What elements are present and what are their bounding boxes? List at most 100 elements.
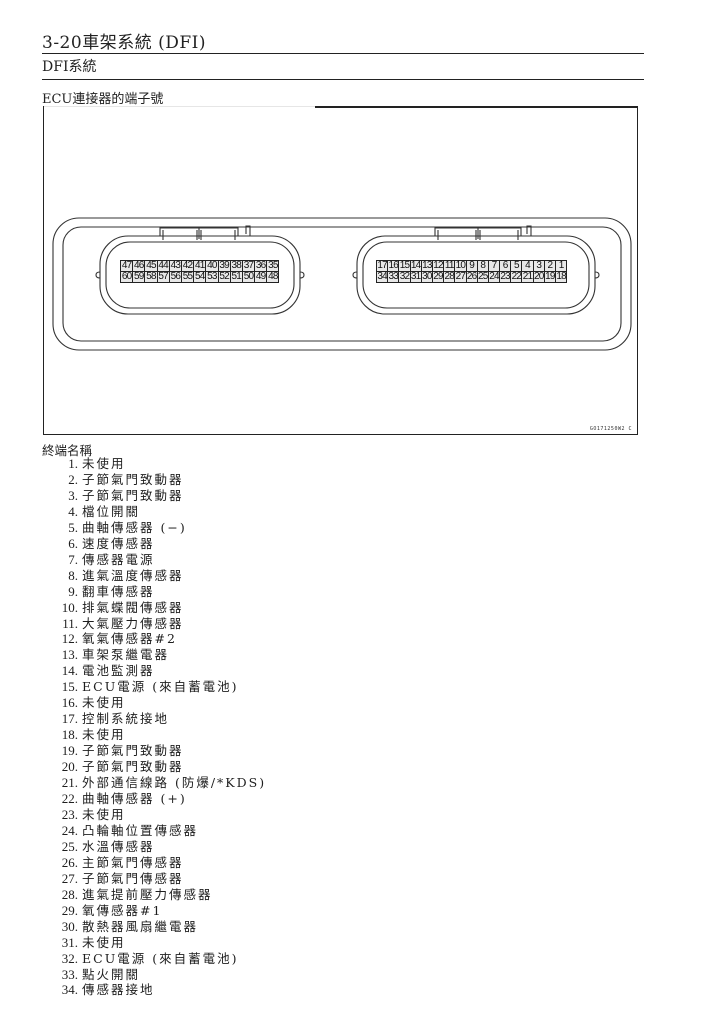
terminal-list-item: 26.主節氣門傳感器	[52, 855, 266, 871]
pin-cell: 30	[420, 271, 433, 283]
terminal-list-item: 24.凸輪軸位置傳感器	[52, 823, 266, 839]
pin-cell: 25	[476, 271, 489, 283]
right-connector-outline	[352, 225, 600, 315]
figure-frame	[43, 106, 638, 435]
pin-cell: 37	[241, 260, 256, 272]
terminal-name: 凸輪軸位置傳感器	[82, 822, 199, 838]
pin-cell: 52	[217, 271, 231, 283]
pin-cell: 31	[409, 271, 422, 283]
terminal-list-item: 27.子節氣門傳感器	[52, 871, 266, 887]
terminal-list-item: 29.氧傳感器#1	[52, 903, 266, 919]
right-connector-top-row: 17 16 15 14 13 12 11 10 9 8 7 6 5 4 3 2 …	[375, 260, 568, 272]
pin-cell: 5	[510, 260, 523, 272]
terminal-number: 7.	[68, 551, 78, 567]
terminal-list-item: 21.外部通信線路 (防爆/*KDS)	[52, 775, 266, 791]
figure-frame-top-light	[43, 106, 315, 107]
terminal-list-item: 3.子節氣門致動器	[52, 488, 266, 504]
pin-cell: 12	[431, 260, 445, 272]
terminal-name: 電池監測器	[82, 663, 155, 679]
terminal-number: 28.	[61, 886, 78, 902]
pin-cell: 24	[487, 271, 501, 283]
pin-cell: 4	[521, 260, 534, 272]
pin-cell: 58	[144, 271, 158, 283]
terminal-number: 16.	[61, 695, 78, 711]
right-connector-bottom-row: 34 33 32 31 30 29 28 27 26 25 24 23 22 2…	[375, 271, 568, 283]
terminal-number: 26.	[61, 854, 78, 870]
pin-cell: 40	[205, 260, 219, 272]
terminal-list-item: 10.排氣蝶閥傳感器	[52, 600, 266, 616]
ecu-housing-outer	[52, 217, 632, 351]
pin-cell: 55	[180, 271, 195, 283]
pin-cell: 1	[554, 260, 568, 272]
terminal-name: 進氣提前壓力傳感器	[82, 886, 213, 902]
pin-cell: 3	[532, 260, 545, 272]
terminal-name: 氧傳感器#1	[82, 902, 163, 918]
pin-cell: 9	[465, 260, 478, 272]
terminal-list-item: 28.進氣提前壓力傳感器	[52, 887, 266, 903]
terminal-name: 傳感器電源	[82, 551, 155, 567]
terminal-number: 32.	[61, 950, 78, 966]
pin-cell: 8	[476, 260, 489, 272]
terminal-number: 9.	[68, 583, 78, 599]
terminal-list-item: 6.速度傳感器	[52, 536, 266, 552]
terminal-name: 進氣溫度傳感器	[82, 567, 184, 583]
terminal-list-item: 14.電池監測器	[52, 663, 266, 679]
terminal-number: 23.	[61, 806, 78, 822]
pin-cell: 7	[487, 260, 501, 272]
pin-cell: 36	[254, 260, 268, 272]
pin-cell: 41	[193, 260, 207, 272]
terminal-number: 29.	[61, 902, 78, 918]
pin-cell: 60	[119, 271, 134, 283]
terminal-number: 4.	[68, 503, 78, 519]
pin-cell: 44	[156, 260, 170, 272]
terminal-list-item: 25.水溫傳感器	[52, 839, 266, 855]
pin-cell: 51	[229, 271, 243, 283]
pin-cell: 19	[543, 271, 557, 283]
pin-cell: 38	[229, 260, 243, 272]
terminal-number: 12.	[61, 631, 78, 647]
left-connector-bottom-row: 60 59 58 57 56 55 54 53 52 51 50 49 48	[119, 271, 280, 283]
pin-cell: 39	[217, 260, 231, 272]
terminal-name: 未使用	[82, 934, 126, 950]
terminal-list-item: 8.進氣溫度傳感器	[52, 568, 266, 584]
figure-code: GO171250W2 C	[589, 426, 632, 432]
left-connector-top-row: 47 46 45 44 43 42 41 40 39 38 37 36 35	[119, 260, 280, 272]
terminal-list-item: 11.大氣壓力傳感器	[52, 616, 266, 632]
terminal-number: 21.	[61, 775, 78, 791]
terminal-number: 30.	[61, 918, 78, 934]
terminal-number: 25.	[61, 838, 78, 854]
pin-cell: 10	[454, 260, 467, 272]
terminal-name: 曲軸傳感器 (−)	[82, 519, 187, 535]
figure-frame-top	[315, 106, 638, 108]
terminal-name: 翻車傳感器	[82, 583, 155, 599]
terminal-name: 排氣蝶閥傳感器	[82, 599, 184, 615]
terminal-number: 10.	[61, 599, 78, 615]
pin-cell: 28	[443, 271, 456, 283]
terminal-number: 3.	[68, 487, 78, 503]
terminal-number: 15.	[61, 679, 78, 695]
terminal-list-item: 12.氧氣傳感器#2	[52, 631, 266, 647]
pin-cell: 26	[465, 271, 478, 283]
terminal-list-item: 19.子節氣門致動器	[52, 743, 266, 759]
subsection-title: ECU連接器的端子號	[42, 92, 164, 107]
terminal-name: 速度傳感器	[82, 535, 155, 551]
terminal-list-item: 31.未使用	[52, 935, 266, 951]
terminal-list-item: 17.控制系統接地	[52, 711, 266, 727]
terminal-name: 傳感器接地	[82, 982, 155, 998]
terminal-list-item: 15.ECU電源 (來自蓄電池)	[52, 679, 266, 695]
terminal-list-item: 13.車架泵繼電器	[52, 647, 266, 663]
terminal-name: 未使用	[82, 806, 126, 822]
terminal-name: 子節氣門致動器	[82, 743, 184, 759]
terminal-list-item: 16.未使用	[52, 695, 266, 711]
terminal-list-item: 1.未使用	[52, 456, 266, 472]
pin-cell: 23	[499, 271, 512, 283]
pin-cell: 6	[499, 260, 512, 272]
terminal-list-item: 7.傳感器電源	[52, 552, 266, 568]
terminal-number: 17.	[61, 711, 78, 727]
pin-cell: 29	[431, 271, 445, 283]
pin-cell: 27	[454, 271, 467, 283]
pin-cell: 18	[554, 271, 568, 283]
section-divider	[42, 79, 644, 80]
pin-cell: 49	[254, 271, 268, 283]
